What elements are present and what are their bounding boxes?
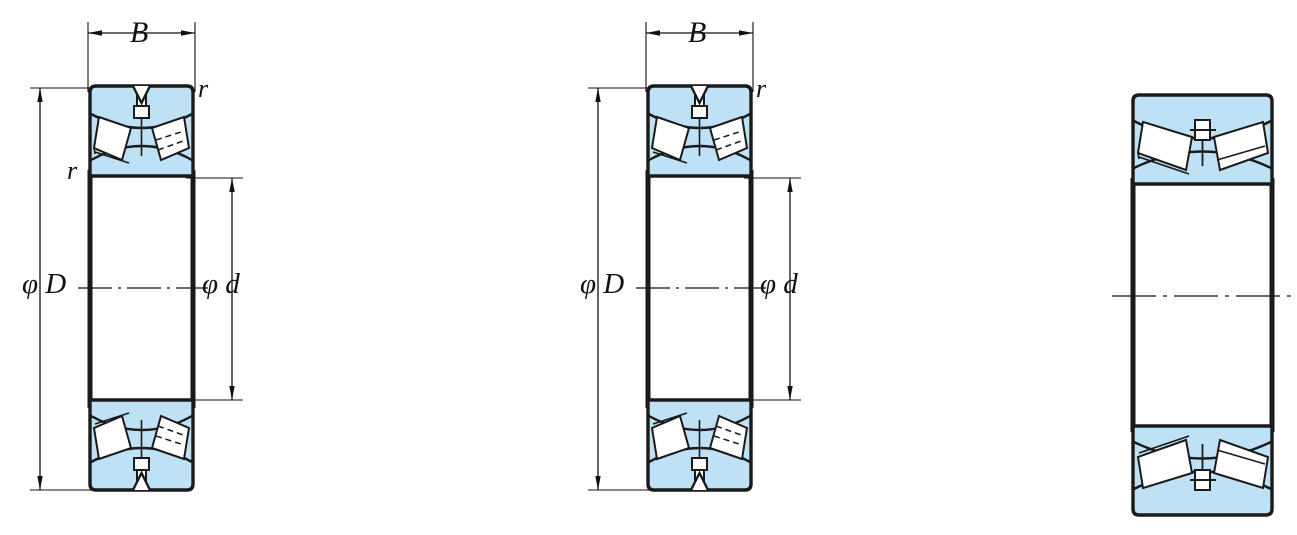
bearing-1-outer-diameter-label: φ D: [22, 268, 67, 300]
bearing-1-chamfer-label-top-right: r: [198, 74, 209, 103]
bearing-3-top-assembly: [1131, 93, 1274, 186]
bearing-2-width-arrows: [646, 30, 753, 36]
bearing-1-bore-walls: [87, 170, 196, 408]
bearing-2-graphic: [588, 22, 801, 492]
bearing-2-width-label: B: [688, 16, 707, 49]
bearing-2-top-assembly: [646, 84, 753, 178]
bearing-2-outer-diameter-label: φ D: [580, 268, 625, 300]
bearing-2-bore-arrows: [787, 178, 793, 400]
bearing-3-bore-walls: [1130, 178, 1275, 432]
bearing-3-graphic: [1112, 93, 1292, 517]
bearing-2-bottom-assembly: [646, 398, 753, 492]
bearing-1-width-arrows: [88, 30, 195, 36]
bearing-3-bottom-assembly: [1131, 424, 1274, 517]
bearing-1-chamfer-label-mid-left: r: [67, 156, 78, 185]
bearing-1-top-assembly: [88, 84, 195, 178]
bearing-2-bore-walls: [645, 170, 754, 408]
bearing-2-bore-diameter-label: φ d: [760, 268, 798, 300]
bearing-1-bottom-assembly: [88, 398, 195, 492]
bearing-1-od-arrows: [37, 88, 43, 490]
bearing-1-bore-arrows: [229, 178, 235, 400]
bearing-2-od-arrows: [595, 88, 601, 490]
bearing-2-chamfer-label-top-right: r: [756, 74, 767, 103]
bearing-1-bore-diameter-label: φ d: [202, 268, 240, 300]
bearing-1-width-label: B: [130, 16, 149, 49]
